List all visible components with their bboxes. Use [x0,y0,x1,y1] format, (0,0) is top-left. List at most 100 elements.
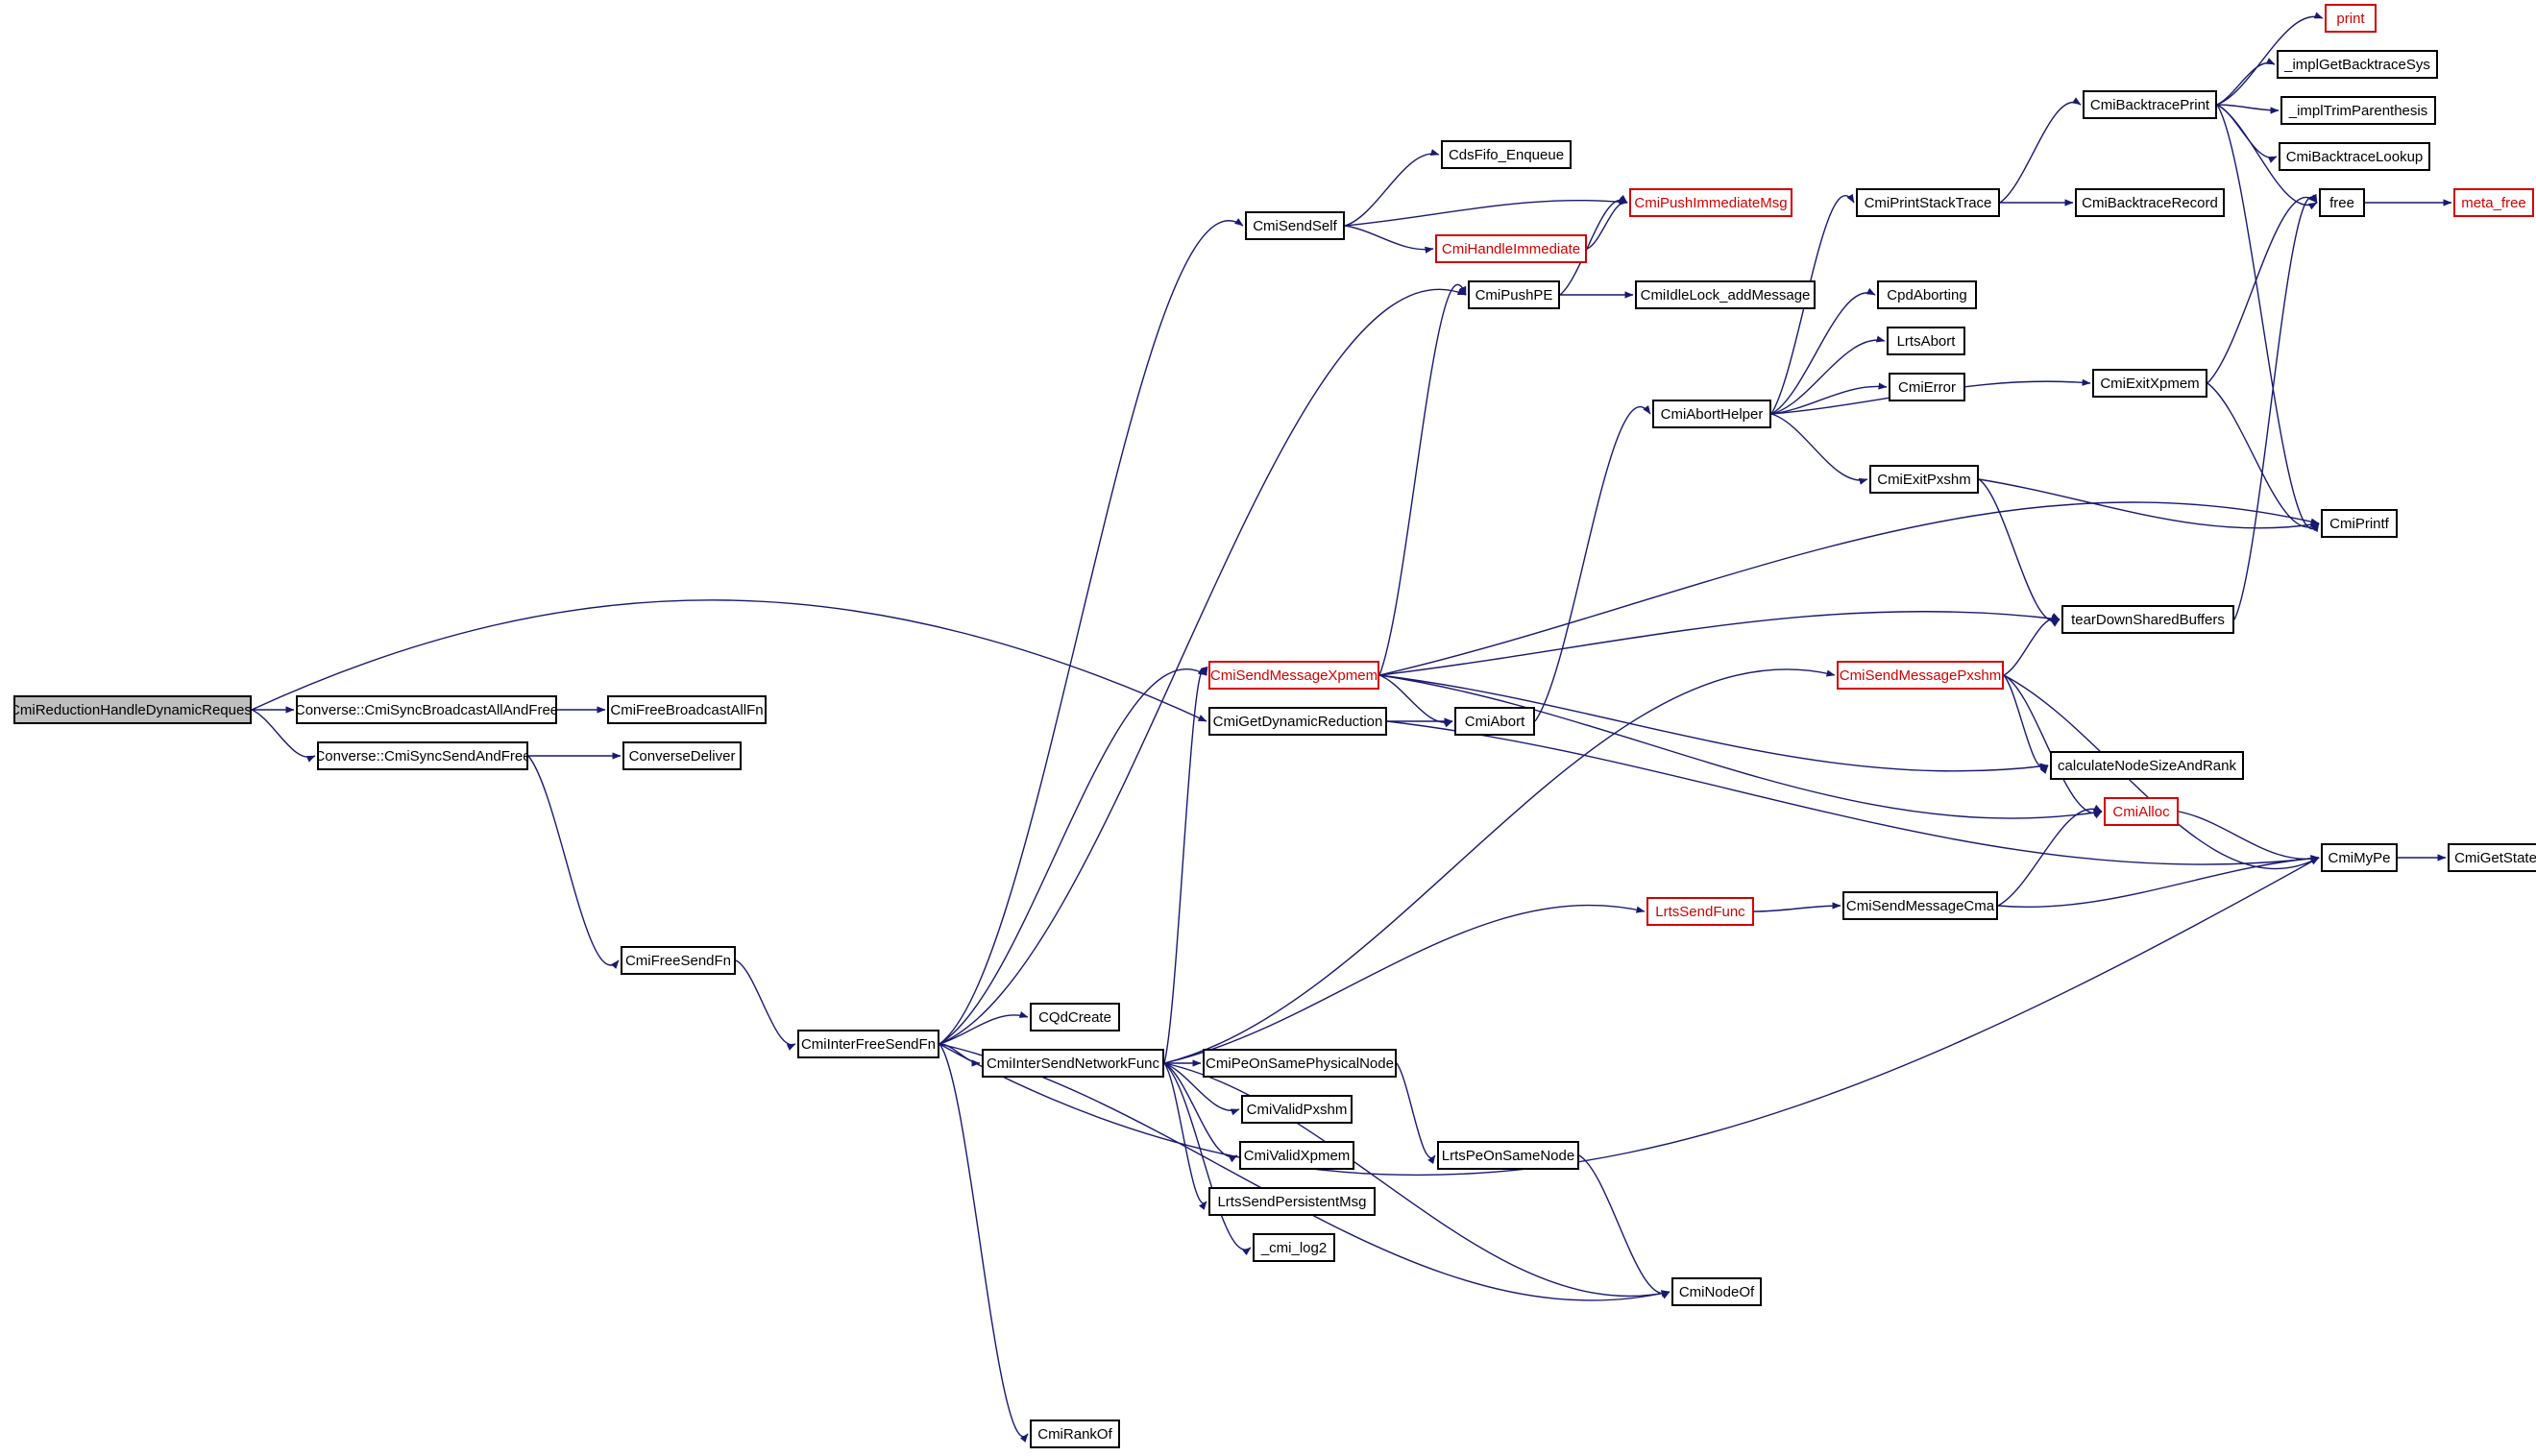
edge-interFree-sendSelf [939,218,1244,1045]
graph-node-metaFree[interactable]: meta_free [2453,188,2534,217]
edge-sendSelf-handleImm [1344,225,1434,254]
edge-exitPxshm-tearDown [1978,478,2060,627]
graph-node-sendPxshm[interactable]: CmiSendMessagePxshm [1837,661,2004,690]
graph-node-lrtsSendPersistent[interactable]: LrtsSendPersistentMsg [1208,1187,1376,1216]
graph-node-calcNode[interactable]: calculateNodeSizeAndRank [2050,751,2244,780]
graph-node-lrtsPeSameNode[interactable]: LrtsPeOnSameNode [1437,1141,1579,1170]
edge-reduction-syncSend [251,709,316,763]
edge-abortHelper-lrtsAbort [1770,335,1886,415]
graph-node-reduction: CmiReductionHandleDynamicRequest [13,695,252,724]
edge-peSamePhys-lrtsPeSameNode [1396,1062,1436,1165]
graph-node-alloc[interactable]: CmiAlloc [2104,797,2179,826]
edge-sendPxshm-calcNode [2003,674,2049,774]
edge-interSendNet-validXpmem [1163,1062,1238,1163]
graph-node-pushPE[interactable]: CmiPushPE [1468,280,1560,309]
edge-interSendNet-nodeOf [1163,1062,1670,1298]
edge-tearDown-free [2233,193,2318,620]
graph-node-interSendNet[interactable]: CmiInterSendNetworkFunc [982,1049,1164,1078]
edge-sendCma-myPe [1997,855,2320,908]
graph-node-lrtsAbort[interactable]: LrtsAbort [1887,327,1965,355]
edge-exitXpmem-free [2207,194,2318,384]
edge-btPrint-printf [2216,104,2320,533]
edge-interFree-myPe [939,857,2320,1177]
graph-node-validXpmem[interactable]: CmiValidXpmem [1239,1141,1354,1170]
edge-abortHelper-cpdAborting [1770,287,1876,415]
edge-sendXpmem-alloc [1378,674,2103,819]
edge-sendPxshm-tearDown [2003,613,2060,676]
edge-interFree-pushPE [939,288,1467,1045]
graph-node-handleImm[interactable]: CmiHandleImmediate [1435,234,1587,263]
edge-alloc-myPe [2178,811,2320,863]
graph-node-syncSend[interactable]: Converse::CmiSyncSendAndFree [317,741,528,770]
graph-node-getState[interactable]: CmiGetState [2448,843,2536,872]
graph-node-exitPxshm[interactable]: CmiExitPxshm [1869,465,1979,494]
edge-sendXpmem-tearDown [1378,610,2060,676]
graph-node-btRecord[interactable]: CmiBacktraceRecord [2075,188,2225,217]
edge-btPrint-implGetBt [2216,58,2276,106]
graph-node-sendXpmem[interactable]: CmiSendMessageXpmem [1208,661,1379,690]
graph-node-cpdAborting[interactable]: CpdAborting [1877,280,1977,309]
edge-sendXpmem-abort [1378,674,1453,728]
graph-node-interFree[interactable]: CmiInterFreeSendFn [797,1030,939,1058]
graph-node-idleLock[interactable]: CmiIdleLock_addMessage [1635,280,1816,309]
graph-node-cmiLog2[interactable]: _cmi_log2 [1253,1233,1335,1262]
edge-sendSelf-cdsFifo [1344,149,1440,227]
graph-node-validPxshm[interactable]: CmiValidPxshm [1241,1095,1353,1124]
graph-node-cmiError[interactable]: CmiError [1889,373,1965,401]
edge-sendXpmem-printf [1378,501,2320,676]
edge-interSendNet-sendXpmem [1163,666,1208,1064]
edge-sendXpmem-pushPE [1378,283,1467,676]
edge-printStack-btPrint [1999,97,2082,204]
graph-node-implGetBt[interactable]: _implGetBacktraceSys [2277,50,2438,79]
graph-node-implTrim[interactable]: _implTrimParenthesis [2280,96,2436,125]
edge-abortHelper-exitPxshm [1770,413,1868,485]
edge-reduction-getDynRed [251,599,1207,722]
edge-lrtsPeSameNode-nodeOf [1578,1154,1670,1299]
edge-interSendNet-lrtsSendPersistent [1163,1062,1207,1210]
graph-node-sendCma[interactable]: CmiSendMessageCma [1842,891,1998,920]
graph-node-printStack[interactable]: CmiPrintStackTrace [1856,188,2000,217]
edge-interFree-sendXpmem [939,667,1207,1045]
graph-node-freeSendFn[interactable]: CmiFreeSendFn [621,946,736,975]
graph-node-btPrint[interactable]: CmiBacktracePrint [2083,90,2217,119]
edge-sendSelf-pushImm [1344,198,1628,227]
edge-interSendNet-cmiLog2 [1163,1062,1252,1256]
edge-freeSendFn-interFree [735,959,796,1051]
graph-node-nodeOf[interactable]: CmiNodeOf [1671,1277,1762,1306]
graph-node-tearDown[interactable]: tearDownSharedBuffers [2061,605,2234,634]
graph-node-myPe[interactable]: CmiMyPe [2321,843,2398,872]
graph-node-lrtsSendFunc[interactable]: LrtsSendFunc [1646,897,1754,926]
graph-node-free[interactable]: free [2319,188,2365,217]
edge-pushPE-pushImm [1559,194,1628,296]
graph-node-abortHelper[interactable]: CmiAbortHelper [1652,400,1771,428]
edge-exitXpmem-printf [2207,382,2320,531]
graph-node-converseDeliver[interactable]: ConverseDeliver [622,741,742,770]
graph-node-exitXpmem[interactable]: CmiExitXpmem [2092,369,2207,398]
graph-node-pushImm[interactable]: CmiPushImmediateMsg [1629,188,1792,217]
edge-abort-abortHelper [1534,404,1651,722]
graph-node-cdsFifo[interactable]: CdsFifo_Enqueue [1441,140,1572,169]
graph-node-peSamePhys[interactable]: CmiPeOnSamePhysicalNode [1203,1049,1397,1078]
edge-exitPxshm-printf [1978,478,2320,529]
graph-node-getDynRed[interactable]: CmiGetDynamicReduction [1208,707,1387,736]
graph-node-print[interactable]: print [2325,4,2377,33]
edge-getDynRed-myPe [1386,720,2320,865]
edge-abortHelper-cmiError [1770,382,1888,415]
edge-interFree-rankOf [939,1043,1029,1443]
edge-interFree-cqdCreate [939,1011,1029,1045]
graph-node-rankOf[interactable]: CmiRankOf [1030,1420,1120,1448]
graph-node-printf[interactable]: CmiPrintf [2321,509,2398,538]
graph-node-freeBcast[interactable]: CmiFreeBroadcastAllFn [607,695,767,724]
edge-interSendNet-lrtsSendFunc [1163,904,1646,1064]
graph-node-abort[interactable]: CmiAbort [1454,707,1535,736]
graph-node-syncBcast[interactable]: Converse::CmiSyncBroadcastAllAndFree [296,695,557,724]
edge-interSendNet-validPxshm [1163,1062,1240,1116]
edge-syncSend-freeSendFn [527,755,620,969]
graph-node-sendSelf[interactable]: CmiSendSelf [1245,211,1345,240]
edge-sendPxshm-alloc [2003,674,2103,819]
edge-interSendNet-sendPxshm [1163,668,1836,1064]
graph-node-btLookup[interactable]: CmiBacktraceLookup [2279,142,2430,171]
graph-node-cqdCreate[interactable]: CQdCreate [1030,1003,1120,1031]
edge-sendCma-alloc [1997,804,2103,907]
